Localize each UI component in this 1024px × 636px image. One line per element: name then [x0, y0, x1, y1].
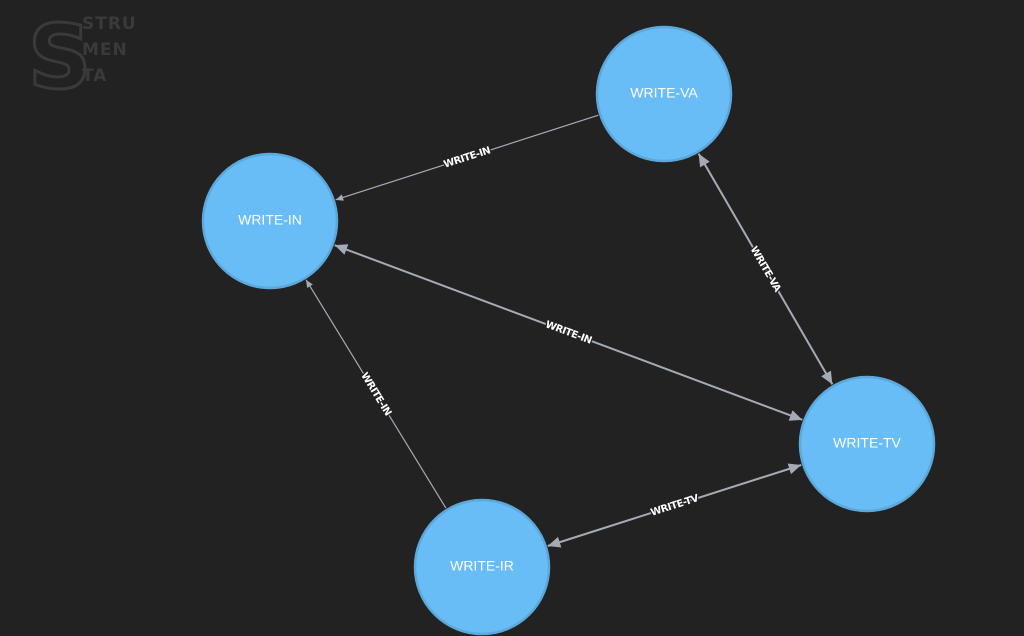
edge-label: WRITE-IN — [358, 371, 393, 418]
node-label: WRITE-IN — [238, 212, 302, 228]
edges-layer: WRITE-IN WRITE-IN WRITE-IN WRITE-VA WRITE-TV — [305, 114, 834, 548]
edge-ir-in[interactable]: WRITE-IN — [305, 279, 447, 509]
logo-s-icon: S — [27, 5, 93, 111]
node-label: WRITE-VA — [630, 85, 698, 101]
edge-ir-tv[interactable]: WRITE-TV — [547, 463, 802, 548]
edge-line[interactable] — [547, 463, 802, 548]
logo-line-1: STRU — [82, 14, 137, 34]
node-label: WRITE-TV — [833, 435, 901, 451]
node-ir[interactable]: WRITE-IR — [413, 498, 551, 636]
edge-label: WRITE-IN — [442, 145, 492, 170]
node-in[interactable]: WRITE-IN — [201, 152, 339, 290]
edge-va-in[interactable]: WRITE-IN — [335, 114, 599, 201]
edge-label: WRITE-IN — [544, 319, 593, 346]
edge-line[interactable] — [334, 244, 803, 421]
edge-line[interactable] — [305, 279, 447, 509]
node-circle[interactable] — [413, 498, 551, 636]
edge-label: WRITE-VA — [748, 245, 783, 295]
edge-line[interactable] — [335, 114, 599, 201]
node-circle[interactable] — [798, 375, 936, 513]
logo-mark: S — [28, 10, 88, 100]
node-tv[interactable]: WRITE-TV — [798, 375, 936, 513]
edge-line[interactable] — [697, 153, 834, 385]
brand-logo: S STRU MEN TA — [27, 5, 148, 111]
node-label: WRITE-IR — [450, 558, 514, 574]
node-circle[interactable] — [595, 25, 733, 163]
edge-tv-in[interactable]: WRITE-IN — [334, 244, 803, 421]
node-circle[interactable] — [201, 152, 339, 290]
logo-line-2: MEN — [82, 40, 128, 60]
nodes-layer: WRITE-VA WRITE-IN WRITE-TV WRITE-IR — [201, 25, 936, 636]
edge-label: WRITE-TV — [649, 493, 700, 519]
edge-va-tv[interactable]: WRITE-VA — [697, 153, 834, 385]
node-va[interactable]: WRITE-VA — [595, 25, 733, 163]
logo-line-3: TA — [82, 66, 108, 86]
